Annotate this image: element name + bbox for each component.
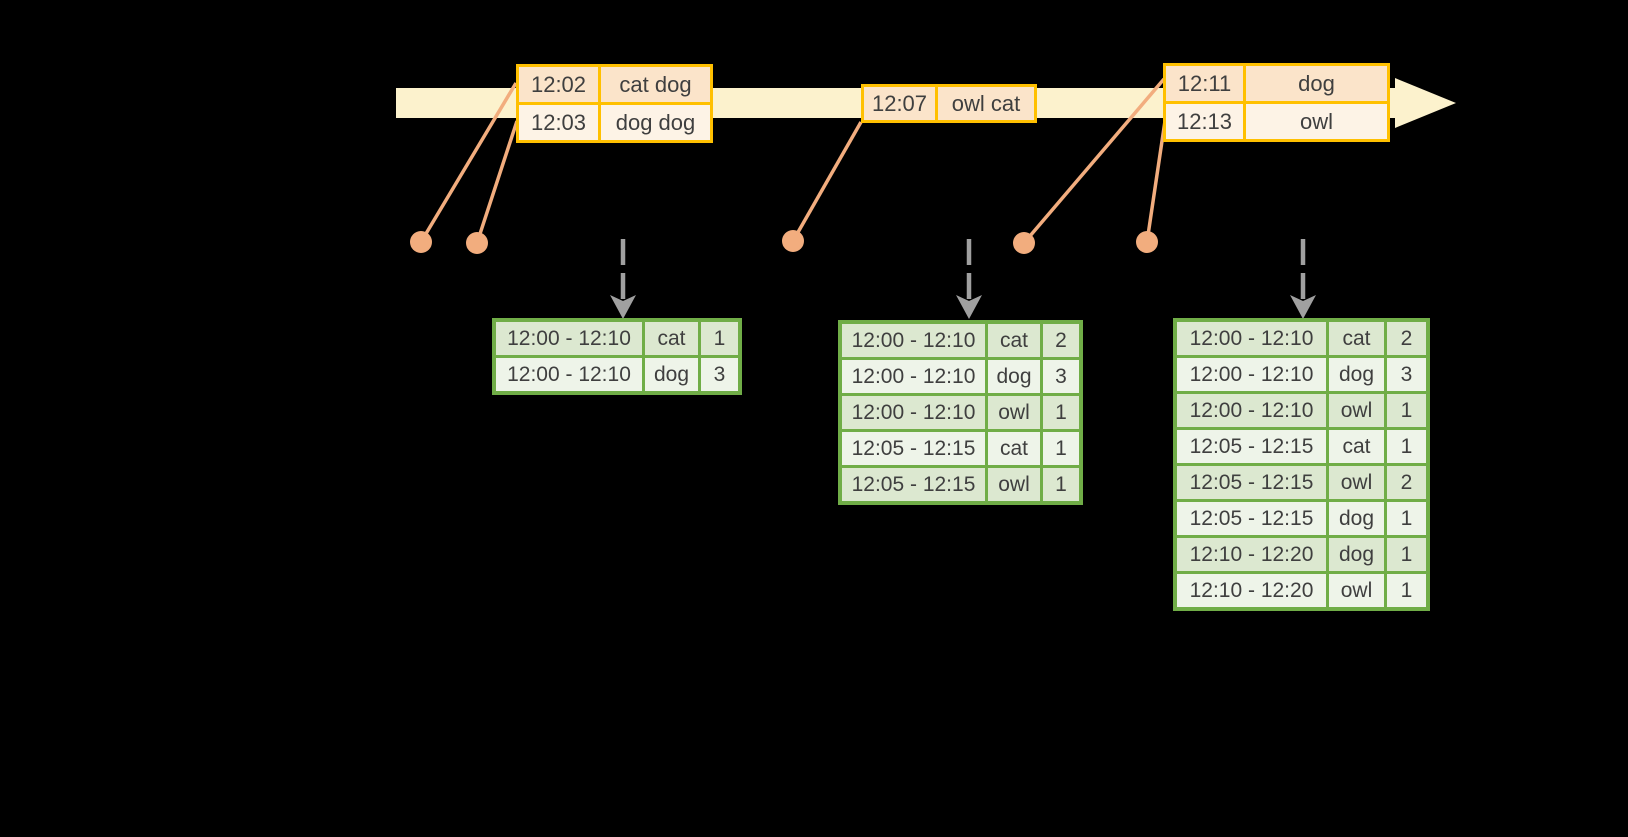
event-dot-icon	[782, 230, 804, 252]
result-count-cell: 1	[1384, 394, 1426, 427]
result-window-cell: 12:00 - 12:10	[842, 324, 985, 357]
result-count-cell: 1	[698, 322, 738, 355]
leader-line	[791, 121, 863, 242]
result-word-cell: dog	[642, 358, 698, 391]
result-window-cell: 12:00 - 12:10	[496, 358, 642, 391]
timeline-arrowhead-icon	[1395, 78, 1456, 128]
leader-line	[419, 82, 518, 243]
event-dot-icon	[466, 232, 488, 254]
result-count-cell: 1	[1384, 574, 1426, 607]
event-time-cell: 12:11	[1166, 66, 1246, 101]
result-word-cell: dog	[1326, 358, 1384, 391]
result-count-cell: 2	[1040, 324, 1079, 357]
down-arrow-icon	[610, 295, 636, 319]
result-word-cell: cat	[1326, 322, 1384, 355]
result-count-cell: 3	[1384, 358, 1426, 391]
result-window-cell: 12:05 - 12:15	[842, 432, 985, 465]
result-word-cell: dog	[1326, 538, 1384, 571]
result-window-cell: 12:00 - 12:10	[1177, 322, 1326, 355]
result-window-cell: 12:05 - 12:15	[1177, 502, 1326, 535]
result-count-cell: 1	[1040, 396, 1079, 429]
event-words-cell: owl	[1246, 104, 1387, 139]
event-time-cell: 12:02	[519, 67, 601, 102]
result-count-cell: 1	[1384, 430, 1426, 463]
result-count-cell: 2	[1384, 466, 1426, 499]
event-time-cell: 12:07	[864, 87, 938, 120]
result-window-cell: 12:05 - 12:15	[1177, 466, 1326, 499]
result-window-cell: 12:00 - 12:10	[842, 360, 985, 393]
result-word-cell: owl	[985, 468, 1040, 501]
event-time-cell: 12:13	[1166, 104, 1246, 139]
event-dot-icon	[410, 231, 432, 253]
event-words-cell: cat dog	[601, 67, 710, 102]
leader-line	[1145, 120, 1167, 243]
result-window-cell: 12:00 - 12:10	[1177, 394, 1326, 427]
result-window-cell: 12:10 - 12:20	[1177, 574, 1326, 607]
result-word-cell: owl	[985, 396, 1040, 429]
event-dot-icon	[1136, 231, 1158, 253]
result-window-cell: 12:05 - 12:15	[842, 468, 985, 501]
result-count-cell: 3	[1040, 360, 1079, 393]
result-word-cell: dog	[1326, 502, 1384, 535]
event-words-cell: dog dog	[601, 105, 710, 140]
down-arrow-icon	[956, 295, 982, 319]
result-window-cell: 12:00 - 12:10	[1177, 358, 1326, 391]
result-window-cell: 12:00 - 12:10	[842, 396, 985, 429]
result-word-cell: dog	[985, 360, 1040, 393]
result-word-cell: owl	[1326, 394, 1384, 427]
result-count-cell: 2	[1384, 322, 1426, 355]
result-count-cell: 1	[1384, 502, 1426, 535]
event-dot-icon	[1013, 232, 1035, 254]
result-window-cell: 12:10 - 12:20	[1177, 538, 1326, 571]
result-count-cell: 3	[698, 358, 738, 391]
result-window-cell: 12:05 - 12:15	[1177, 430, 1326, 463]
down-arrow-icon	[1290, 295, 1316, 319]
result-count-cell: 1	[1040, 432, 1079, 465]
result-word-cell: owl	[1326, 574, 1384, 607]
result-count-cell: 1	[1040, 468, 1079, 501]
event-words-cell: owl cat	[938, 87, 1034, 120]
event-words-cell: dog	[1246, 66, 1387, 101]
event-time-cell: 12:03	[519, 105, 601, 140]
leader-line	[475, 120, 519, 244]
result-window-cell: 12:00 - 12:10	[496, 322, 642, 355]
result-word-cell: owl	[1326, 466, 1384, 499]
result-count-cell: 1	[1384, 538, 1426, 571]
result-word-cell: cat	[1326, 430, 1384, 463]
result-word-cell: cat	[985, 432, 1040, 465]
result-word-cell: cat	[642, 322, 698, 355]
result-word-cell: cat	[985, 324, 1040, 357]
leader-line	[1022, 77, 1166, 245]
